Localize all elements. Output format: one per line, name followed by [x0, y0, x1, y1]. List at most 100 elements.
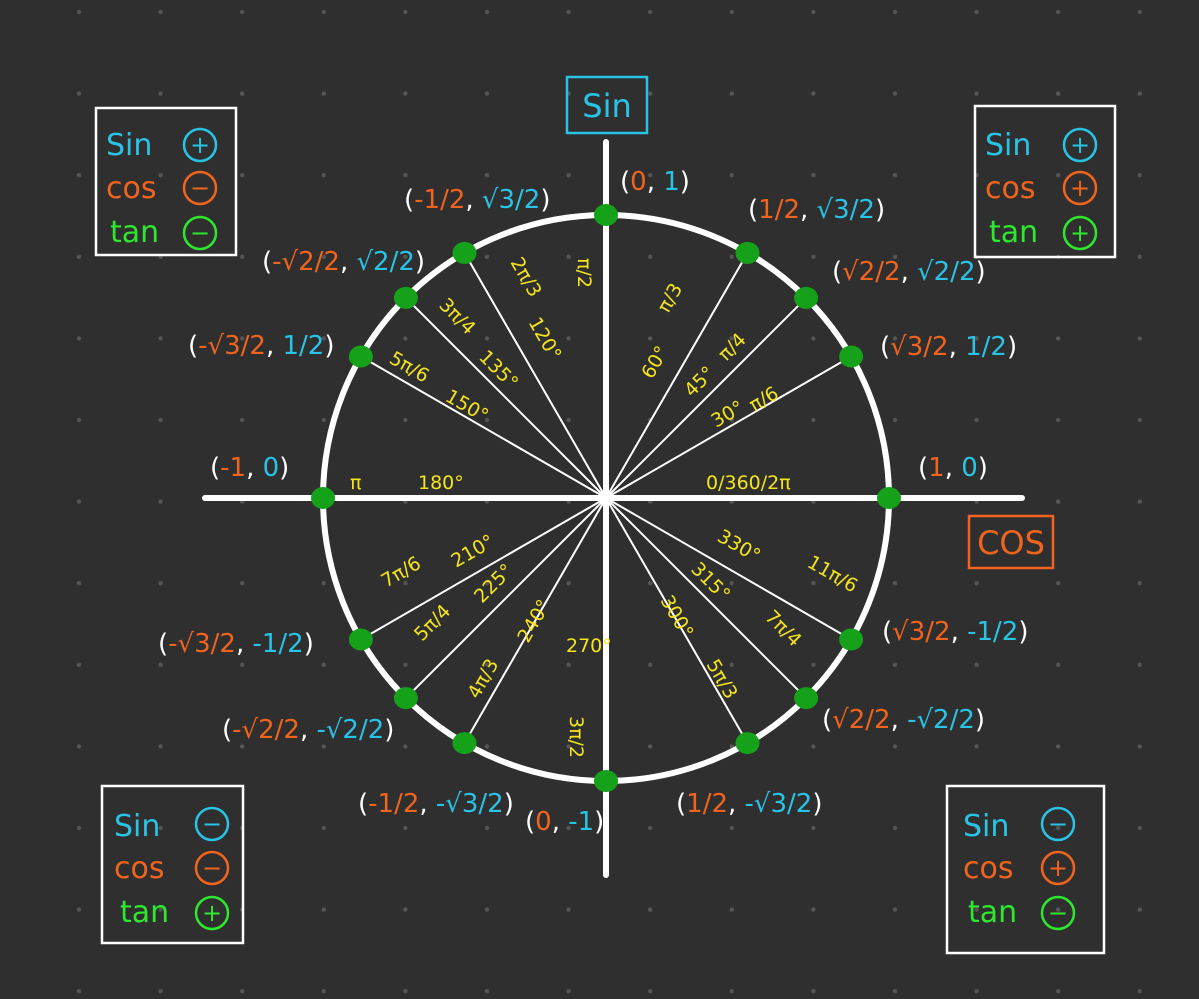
grid-dot: [321, 417, 326, 423]
spoke-315: [605, 497, 807, 699]
grid-dot: [566, 254, 571, 259]
q4-sin-label: Sin: [963, 809, 1009, 844]
q2-sin-label: Sin: [106, 128, 152, 163]
grid-dot: [403, 825, 408, 831]
grid-dot: [892, 581, 898, 586]
grid-dot: [729, 907, 734, 912]
coordinate-labels: (0, 1) (1/2, √3/2) (√2/2, √2/2) (√3/2, 1…: [158, 167, 1029, 837]
grid-dot: [1137, 173, 1143, 178]
q3-cos-sign: −: [202, 854, 222, 882]
q4-cos-sign: +: [1048, 854, 1068, 882]
grid-dot: [1056, 91, 1061, 96]
grid-dot: [729, 744, 734, 749]
grid-dot: [892, 254, 898, 259]
grid-dot: [892, 336, 898, 341]
q3-sin-label: Sin: [114, 809, 160, 844]
angle-0: 0/360/2π: [706, 472, 791, 494]
grid-dot: [566, 989, 571, 994]
grid-dot: [76, 9, 82, 15]
grid-dot: [158, 744, 163, 749]
grid-dot: [648, 989, 653, 994]
grid-dot: [1056, 417, 1061, 423]
grid-dot: [1137, 499, 1143, 504]
grid-dot: [321, 989, 326, 994]
grid-dot: [892, 744, 898, 749]
q1-tan-label: tan: [989, 215, 1038, 250]
q3-cos-label: cos: [114, 851, 164, 886]
circle-points: [311, 204, 901, 792]
grid-dot: [729, 989, 734, 994]
grid-dot: [648, 744, 653, 749]
grid-dot: [1137, 581, 1143, 586]
grid-dot: [158, 825, 163, 831]
grid-dot: [158, 581, 163, 586]
grid-dot: [403, 744, 408, 749]
grid-dot: [1056, 744, 1061, 749]
grid-dot: [974, 336, 979, 341]
spoke-330: [605, 497, 852, 641]
grid-dot: [729, 581, 734, 586]
quadrant-box-q2: Sin + cos − tan −: [94, 106, 238, 257]
q1-sin-sign: +: [1070, 131, 1090, 159]
spoke-150: [360, 355, 607, 499]
cos-axis-box: [967, 514, 1055, 570]
coord-p270: (0, -1): [525, 807, 604, 837]
grid-dot: [811, 662, 816, 667]
grid-dot: [484, 744, 490, 749]
grid-dot: [892, 417, 898, 423]
grid-dot: [811, 417, 816, 423]
grid-dot: [1056, 825, 1061, 831]
grid-dot: [158, 907, 163, 912]
coord-p90: (0, 1): [620, 167, 690, 197]
grid-dot: [648, 336, 653, 341]
grid-dot: [76, 825, 82, 831]
grid-dot: [892, 825, 898, 831]
spoke-30: [605, 355, 852, 499]
coord-p30: (√3/2, 1/2): [880, 332, 1017, 362]
q3-sin-sign: −: [202, 810, 222, 838]
q2-tan-label: tan: [110, 215, 159, 250]
grid-dot: [76, 662, 82, 667]
grid-dot: [158, 989, 163, 994]
grid-dot: [403, 254, 408, 259]
coord-p330: (√3/2, -1/2): [882, 617, 1029, 647]
grid-dot: [1056, 581, 1061, 586]
grid-dot: [1137, 254, 1143, 259]
grid-dot: [1137, 907, 1143, 912]
point-240: [452, 732, 477, 755]
grid-dot: [974, 744, 979, 749]
grid-dot: [403, 417, 408, 423]
coord-p60: (1/2, √3/2): [748, 195, 885, 225]
grid-dot: [566, 9, 571, 15]
grid-dot: [648, 9, 653, 15]
point-90: [594, 204, 618, 226]
grid-dot: [811, 744, 816, 749]
spoke-135: [405, 297, 607, 499]
spoke-210: [360, 497, 607, 641]
grid-dot: [1137, 9, 1143, 15]
point-0: [877, 487, 901, 509]
point-270: [594, 770, 618, 792]
grid-dot: [403, 662, 408, 667]
coord-p225: (-√2/2, -√2/2): [222, 715, 394, 745]
q2-sin-sign: +: [190, 131, 210, 159]
spoke-240: [463, 497, 607, 744]
coord-p150: (-√3/2, 1/2): [188, 331, 334, 361]
grid-dot: [566, 581, 571, 586]
grid-dot: [729, 417, 734, 423]
q4-cos-label: cos: [963, 851, 1013, 886]
grid-dot: [648, 662, 653, 667]
angle-270-deg: 270°: [566, 635, 612, 657]
spoke-300: [605, 497, 749, 744]
grid-dot: [321, 662, 326, 667]
coord-p240: (-1/2, -√3/2): [358, 789, 514, 819]
coord-p135: (-√2/2, √2/2): [262, 247, 425, 277]
point-315: [794, 687, 819, 710]
q4-sin-sign: −: [1048, 810, 1068, 838]
coord-p45: (√2/2, √2/2): [832, 257, 986, 287]
grid-dot: [484, 825, 490, 831]
grid-dot: [811, 254, 816, 259]
angle-180-rad: π: [350, 472, 361, 494]
coord-p120: (-1/2, √3/2): [404, 185, 551, 215]
